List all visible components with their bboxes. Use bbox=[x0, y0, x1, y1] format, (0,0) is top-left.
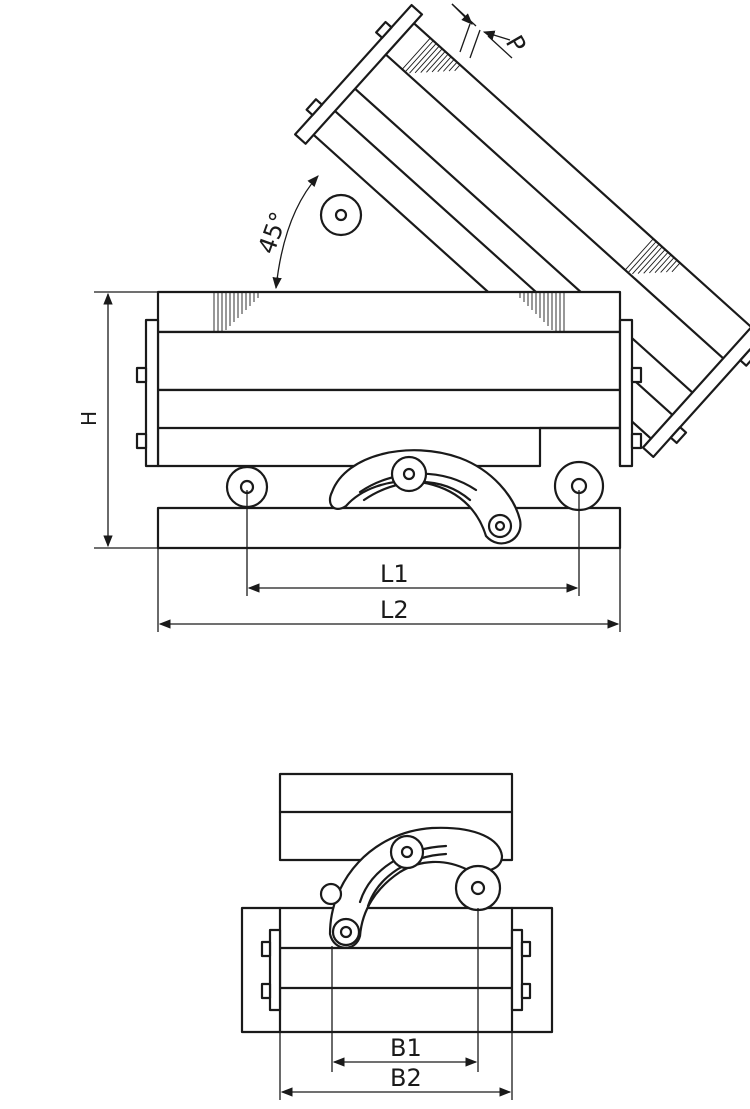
right-roller bbox=[553, 460, 605, 512]
length-1-label: L1 bbox=[380, 560, 409, 588]
height-dimension: H bbox=[77, 291, 158, 549]
length-dimensions: L1 L2 bbox=[157, 490, 621, 632]
angle-dimension: 45° bbox=[253, 175, 319, 290]
foot-plate bbox=[156, 506, 622, 550]
hatch-zone-bottom bbox=[624, 238, 681, 275]
side-view: B1 B2 bbox=[240, 772, 554, 1100]
hinge-roller bbox=[319, 193, 363, 237]
hatch-zone-top bbox=[401, 37, 461, 74]
pitch-dimension: P bbox=[451, 3, 531, 59]
left-roller bbox=[225, 465, 269, 509]
width-2-label: B2 bbox=[390, 1064, 422, 1092]
side-base bbox=[240, 906, 554, 1034]
length-2-label: L2 bbox=[380, 596, 409, 624]
base-hatch-right bbox=[519, 292, 565, 332]
height-label: H bbox=[77, 411, 101, 426]
pitch-label: P bbox=[500, 31, 531, 58]
side-locking-arm bbox=[319, 826, 504, 949]
width-1-label: B1 bbox=[390, 1034, 422, 1062]
base-body bbox=[135, 290, 643, 468]
base-hatch-left bbox=[213, 292, 259, 332]
front-view: P 45° bbox=[77, 3, 750, 632]
width-dimensions: B1 B2 bbox=[279, 908, 513, 1100]
locking-arm bbox=[328, 449, 522, 545]
angle-label: 45° bbox=[253, 208, 294, 258]
